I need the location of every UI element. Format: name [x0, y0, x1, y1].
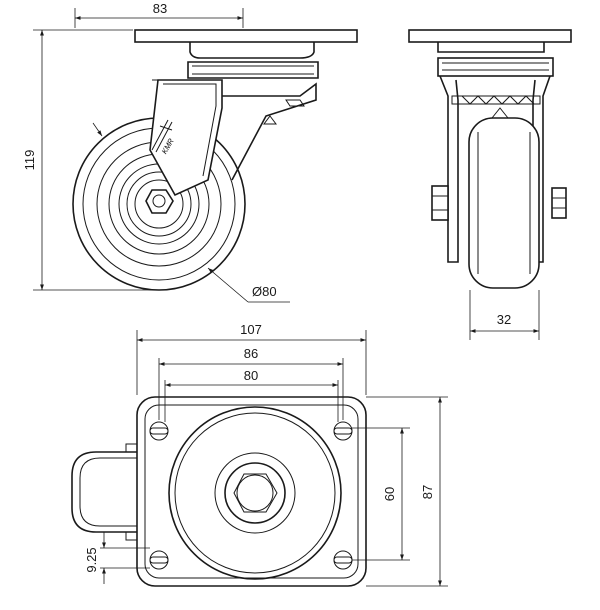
- dim-plate-width-top: 87: [420, 485, 435, 499]
- side-fork: [149, 79, 223, 197]
- dim-hole-spacing-inner: 80: [244, 368, 258, 383]
- front-swivel-bearing: [437, 57, 554, 77]
- mount-slot-top-left: [149, 421, 169, 441]
- side-fork-brace: [222, 82, 317, 181]
- side-axle-nut: [145, 189, 174, 214]
- top-wheel-protrusion: [71, 451, 137, 533]
- dim-plate-length: 107: [240, 322, 262, 337]
- dim-slot-offset: 9.25: [84, 547, 99, 572]
- front-axle-nut-left: [431, 185, 449, 221]
- top-mounting-plate: [136, 396, 367, 587]
- top-view: 107 86 80 87 60 9.25: [71, 322, 448, 587]
- top-kingpin: [224, 462, 286, 524]
- side-top-plate: [134, 29, 358, 43]
- side-view: ᴷᴹᴿ 83 119 Ø80: [22, 1, 358, 303]
- top-swivel-ring-outer: [168, 406, 342, 580]
- front-top-plate: [408, 29, 572, 43]
- dim-total-height: 119: [22, 150, 37, 171]
- dim-wheel-width: 32: [497, 312, 511, 327]
- side-plate-shoulder: [189, 42, 315, 59]
- dim-hole-spacing-short: 60: [382, 487, 397, 501]
- mount-slot-bottom-left: [149, 550, 169, 570]
- dim-wheel-diameter: Ø80: [252, 284, 277, 299]
- mount-slot-top-right: [333, 421, 353, 441]
- front-fork-left: [439, 75, 459, 263]
- dim-plate-width-side: 83: [153, 1, 167, 16]
- mount-slot-bottom-right: [333, 550, 353, 570]
- dim-hole-spacing-outer: 86: [244, 346, 258, 361]
- side-swivel-bearing: [187, 61, 319, 79]
- front-view: 32: [408, 29, 572, 340]
- front-wheel: [468, 117, 540, 289]
- front-axle-nut-right: [551, 187, 567, 219]
